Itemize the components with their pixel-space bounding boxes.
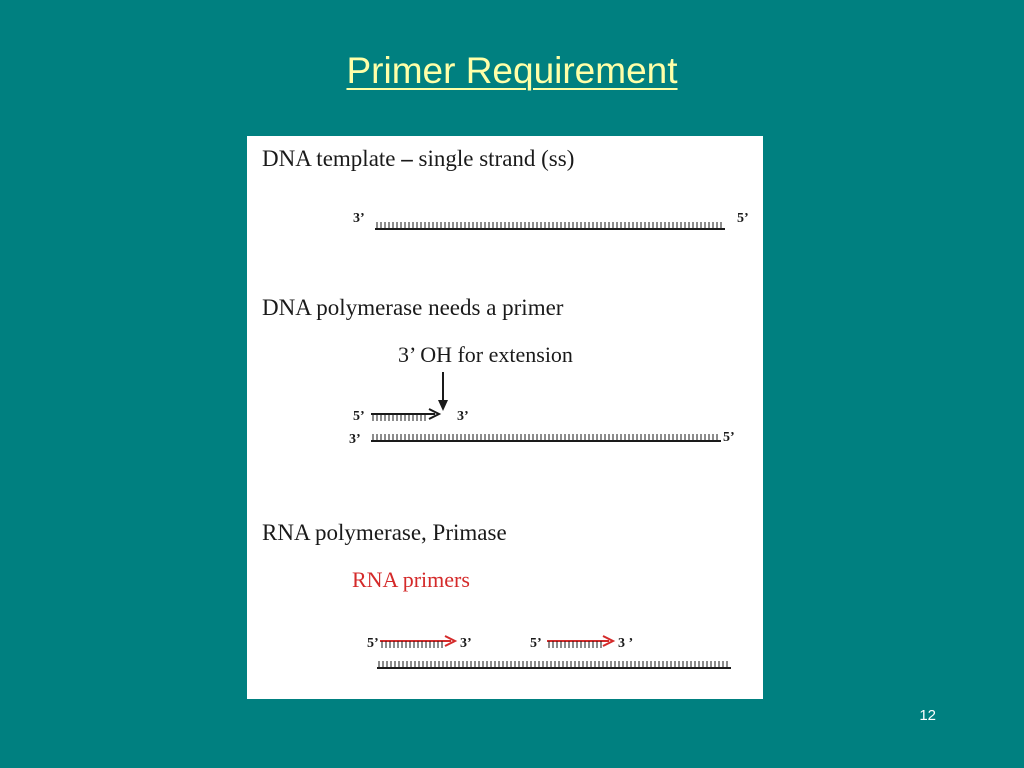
- template-heading: DNA template – single strand (ss): [262, 146, 574, 171]
- rna-primer-1-strand: [380, 635, 458, 648]
- oh-pointer-arrowhead: [438, 400, 448, 411]
- duplex-template-5prime-label: 5’: [723, 430, 735, 445]
- primer-5prime-label: 5’: [353, 409, 365, 424]
- primed-template-strand: [377, 661, 731, 669]
- primer-diagram-svg: DNA template – single strand (ss) 3’ 5’ …: [262, 146, 749, 669]
- page-number: 12: [919, 707, 936, 724]
- rna-primers-label: RNA primers: [352, 567, 470, 592]
- dna-primer-strand: [371, 408, 442, 421]
- template-3prime-label: 3’: [353, 211, 365, 226]
- duplex-template-3prime-label: 3’: [349, 432, 361, 447]
- strand-arrowhead: [428, 408, 442, 420]
- single-strand-template: [375, 222, 725, 230]
- primer-diagram: DNA template – single strand (ss) 3’ 5’ …: [247, 136, 763, 699]
- oh-extension-annotation: 3’ OH for extension: [398, 342, 573, 367]
- rna-primer1-5prime-label: 5’: [367, 636, 379, 651]
- rna-primer2-5prime-label: 5’: [530, 636, 542, 651]
- rna-primer1-3prime-label: 3’: [460, 636, 472, 651]
- primer-3prime-label: 3’: [457, 409, 469, 424]
- dna-polymerase-heading: DNA polymerase needs a primer: [262, 295, 564, 320]
- duplex-template-strand: [371, 434, 721, 442]
- slide-title: Primer Requirement: [346, 50, 678, 91]
- primase-heading: RNA polymerase, Primase: [262, 520, 507, 545]
- template-5prime-label: 5’: [737, 211, 749, 226]
- rna-primer2-3prime-label: 3 ’: [618, 636, 633, 651]
- strand-arrowhead: [602, 635, 616, 647]
- rna-primer-2-strand: [547, 635, 616, 648]
- strand-arrowhead: [444, 635, 458, 647]
